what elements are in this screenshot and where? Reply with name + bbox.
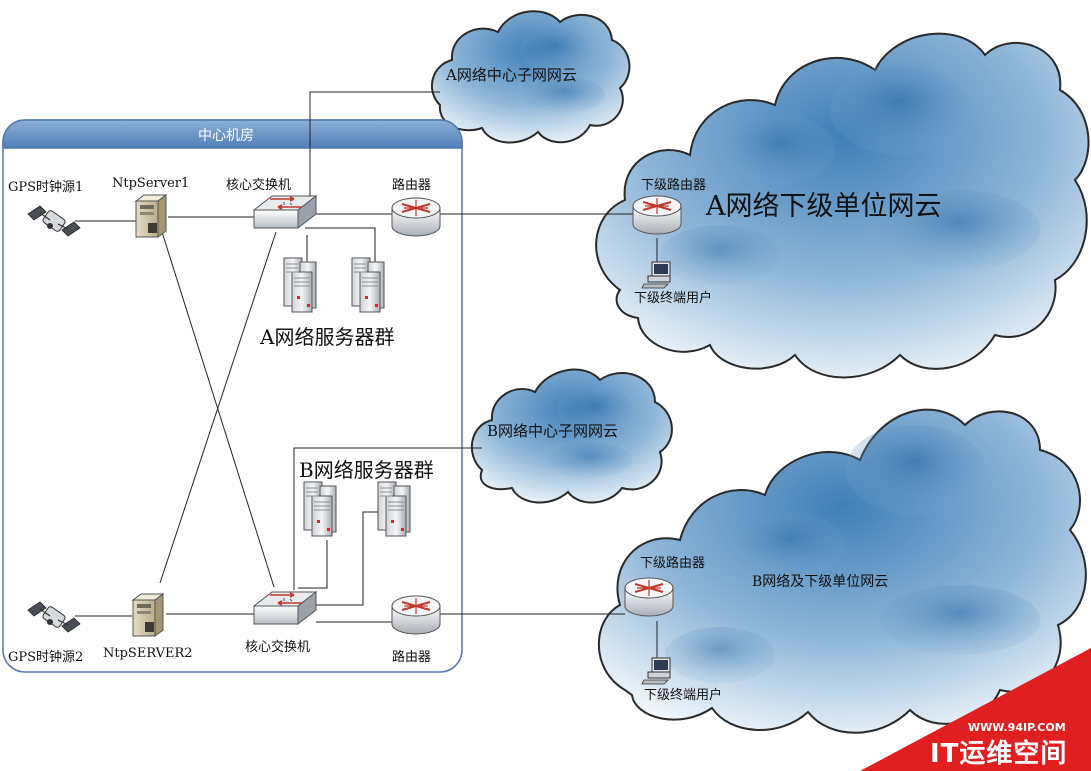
core-switch-b-label: 核心交换机 [245, 640, 311, 655]
cloud-b-lower [597, 408, 1087, 734]
router-b-label: 路由器 [392, 650, 432, 665]
core-switch-a-label: 核心交换机 [226, 178, 292, 193]
servers-b-label: B网络服务器群 [299, 458, 434, 482]
lower-router-icon-a [632, 195, 682, 235]
servers-a-label: A网络服务器群 [260, 325, 395, 349]
cloud-a-lower-label: A网络下级单位网云 [706, 191, 942, 222]
server-icon-b2 [377, 481, 411, 537]
lower-router-icon-b [624, 577, 674, 617]
ntp2-label: NtpSERVER2 [103, 646, 193, 661]
router-icon-b [391, 595, 441, 635]
router-icon-a [391, 197, 441, 237]
gps2-label: GPS时钟源2 [8, 650, 84, 665]
watermark-logo [860, 648, 1091, 771]
remote-router-a-label: 下级路由器 [641, 178, 707, 193]
cloud-a-sub [431, 10, 631, 144]
remote-user-b-label: 下级终端用户 [644, 688, 723, 703]
watermark-brand: IT运维空间 [930, 739, 1068, 769]
cloud-b-sub [470, 368, 673, 504]
cloud-b-lower-label: B网络及下级单位网云 [752, 574, 889, 590]
ntp-server-icon-1 [135, 194, 167, 238]
center-room [2, 119, 463, 673]
connection-lines [75, 91, 658, 658]
cloud-a-lower [595, 32, 1090, 379]
cloud-a-sub-label: A网络中心子网网云 [446, 66, 577, 84]
ntp1-label: NtpServer1 [112, 176, 190, 191]
server-icon-a1 [283, 257, 317, 313]
remote-user-a-label: 下级终端用户 [634, 291, 713, 306]
server-icon-b1 [303, 481, 337, 537]
ntp-server-icon-2 [132, 593, 164, 637]
watermark-url: WWW.94IP.COM [968, 721, 1066, 734]
cloud-b-sub-label: B网络中心子网网云 [487, 422, 619, 440]
server-icon-a2 [351, 257, 385, 313]
router-a-label: 路由器 [392, 178, 432, 193]
remote-router-b-label: 下级路由器 [640, 556, 706, 571]
gps1-label: GPS时钟源1 [8, 180, 84, 195]
room-title: 中心机房 [198, 128, 254, 144]
